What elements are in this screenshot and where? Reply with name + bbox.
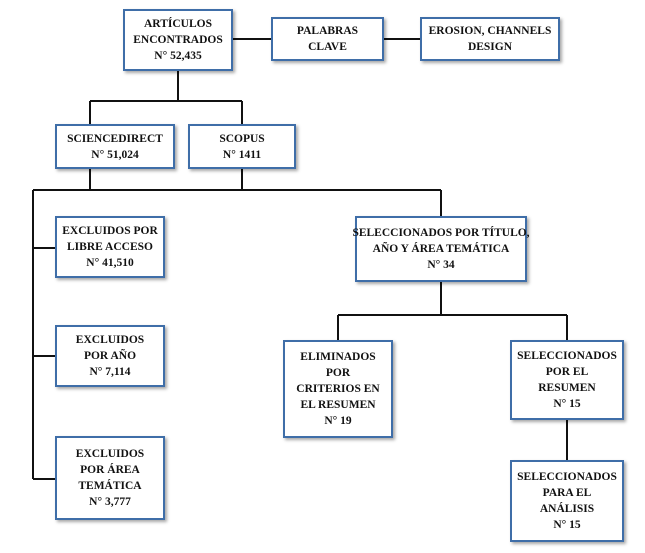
node-text-line: ARTÍCULOS [144, 18, 212, 30]
node-text-line: DESIGN [467, 41, 513, 53]
node-text-line: EXCLUIDOS [75, 448, 145, 460]
node-text-line: CLAVE [308, 41, 347, 53]
node-text-line: ENCONTRADOS [133, 34, 223, 46]
node-text-line: POR EL [545, 366, 589, 378]
node-text-line: N° 15 [553, 398, 581, 410]
node-excluidos-libre-acceso: EXCLUIDOS POR LIBRE ACCESO N° 41,510 [55, 216, 165, 278]
node-text-line: EXCLUIDOS [75, 334, 145, 346]
node-text-line: PARA EL [542, 487, 592, 499]
node-text-line: SELECCIONADOS [517, 350, 617, 362]
node-text-line: EXCLUIDOS POR [62, 225, 158, 237]
node-text-line: ELIMINADOS [300, 351, 376, 363]
node-erosion-channels-design: EROSION, CHANNELS DESIGN [420, 17, 560, 61]
node-text-line: SCIENCEDIRECT [67, 132, 163, 145]
node-text-line: CRITERIOS EN [296, 383, 380, 395]
node-text-line: N° 15 [553, 519, 581, 531]
node-text-line: AÑO Y ÁREA TEMÁTICA [372, 243, 510, 255]
node-sciencedirect: SCIENCEDIRECT N° 51,024 [55, 124, 175, 169]
node-text-line: N° 52,435 [154, 50, 202, 62]
node-seleccionados-resumen: SELECCIONADOS POR EL RESUMEN N° 15 [510, 340, 624, 420]
node-text-line: N° 19 [324, 415, 352, 427]
node-text-line: PALABRAS [296, 25, 359, 37]
node-text-line: EROSION, CHANNELS [428, 25, 552, 37]
node-seleccionados-titulo: SELECCIONADOS POR TÍTULO, AÑO Y ÁREA TEMÁ… [352, 216, 530, 282]
node-text-line: RESUMEN [538, 382, 596, 394]
node-text-line: N° 1411 [222, 148, 262, 161]
node-text-line: TEMÁTICA [78, 480, 142, 492]
node-text-line: SELECCIONADOS POR TÍTULO, [352, 227, 530, 239]
node-text-line: N° 7,114 [89, 366, 131, 378]
node-text-line: LIBRE ACCESO [67, 241, 153, 253]
node-text-line: POR AÑO [83, 350, 137, 362]
node-text-line: SCOPUS [219, 132, 265, 145]
node-text-line: EL RESUMEN [300, 399, 376, 411]
node-scopus: SCOPUS N° 1411 [188, 124, 296, 169]
node-text-line: POR [325, 367, 351, 379]
node-text-line: SELECCIONADOS [517, 471, 617, 483]
node-text-line: N° 34 [427, 259, 455, 271]
node-text-line: ANÁLISIS [539, 503, 595, 515]
node-articulos-encontrados: ARTÍCULOS ENCONTRADOS N° 52,435 [123, 9, 233, 71]
node-text-line: N° 41,510 [86, 257, 134, 269]
node-seleccionados-analisis: SELECCIONADOS PARA EL ANÁLISIS N° 15 [510, 460, 624, 542]
node-text-line: N° 51,024 [91, 148, 139, 161]
node-palabras-clave: PALABRAS CLAVE [271, 17, 384, 61]
node-text-line: POR ÁREA [80, 464, 140, 476]
node-text-line: N° 3,777 [89, 496, 131, 508]
node-excluidos-por-anio: EXCLUIDOS POR AÑO N° 7,114 [55, 325, 165, 387]
node-eliminados-criterios: ELIMINADOS POR CRITERIOS EN EL RESUMEN N° 19 [283, 340, 393, 438]
node-excluidos-area-tematica: EXCLUIDOS POR ÁREA TEMÁTICA N° 3,777 [55, 436, 165, 520]
